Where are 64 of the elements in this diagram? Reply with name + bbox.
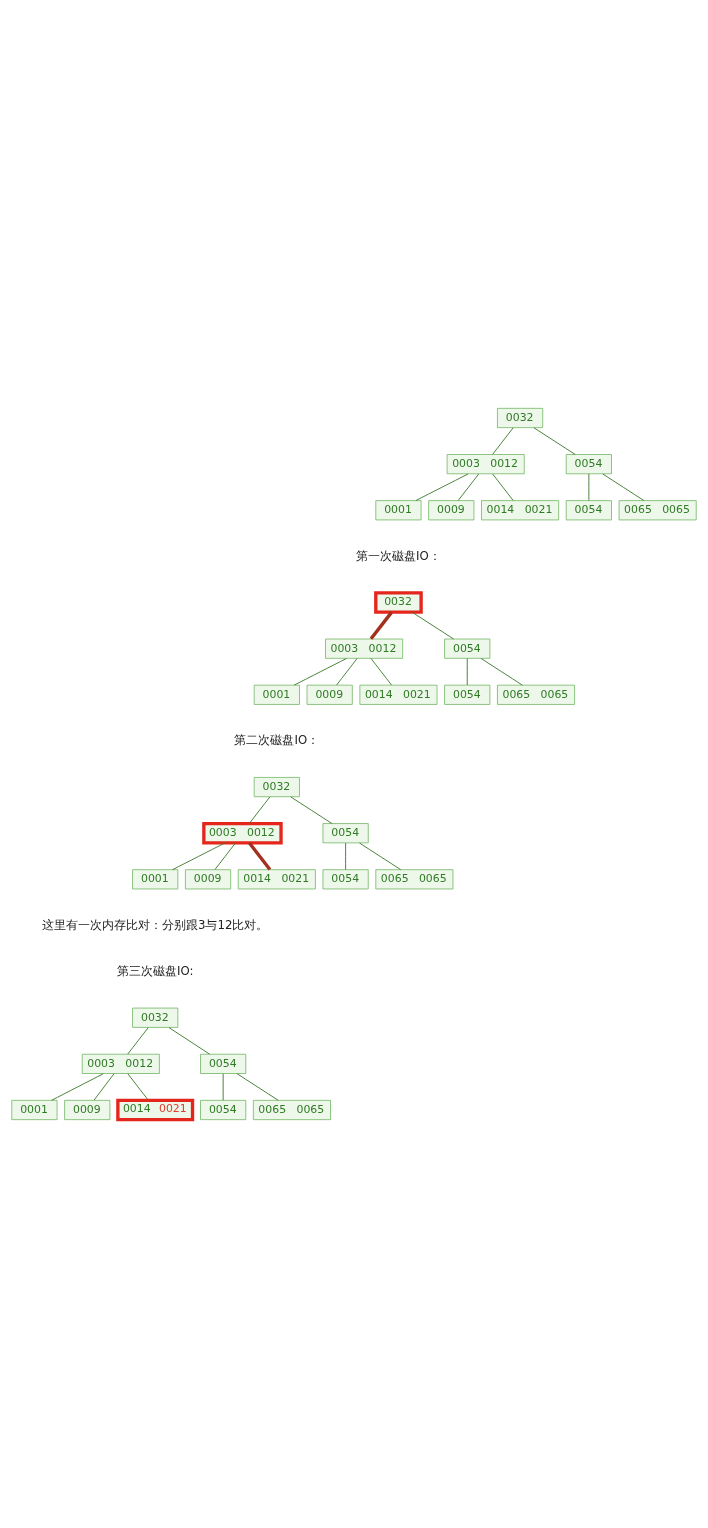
connector (51, 1073, 104, 1101)
connector (415, 473, 469, 502)
node-box: 0009 (306, 684, 353, 705)
connector (127, 1027, 149, 1055)
connector (168, 1027, 211, 1055)
node-box: 0001 (11, 1099, 58, 1121)
node-box: 0054 (444, 684, 491, 705)
node-box: 0009 (64, 1099, 111, 1121)
connector (248, 842, 272, 871)
connector (411, 611, 455, 640)
node-box: 0009 (185, 869, 232, 890)
connector (336, 658, 358, 686)
connector (236, 1073, 279, 1101)
node-box: 0003 0012 (202, 821, 283, 845)
node-box: 0032 (374, 591, 423, 614)
connector (172, 842, 226, 871)
node-box: 0054 (565, 500, 612, 521)
node-box: 0032 (253, 777, 300, 798)
connector (248, 796, 271, 824)
connector (466, 658, 468, 686)
node-box: 0001 (253, 684, 300, 705)
node-box: 0001 (375, 500, 422, 521)
node-box: 0054 (200, 1053, 247, 1074)
connector (222, 1073, 224, 1101)
node-box: 0014 0021 (116, 1098, 195, 1122)
connector (480, 658, 523, 686)
label: 这里有一次内存比对：分别跟3与12比对。 (42, 917, 269, 932)
connector (93, 1073, 115, 1101)
connector (369, 611, 393, 640)
node-box: 0054 (200, 1099, 247, 1121)
node-box: 0003 0012 (446, 454, 525, 475)
connector (602, 473, 645, 502)
connector (533, 427, 576, 455)
connector (492, 427, 514, 455)
label: 第一次磁盘IO： (356, 548, 441, 563)
label: 第三次磁盘IO: (116, 963, 194, 978)
connector (588, 473, 590, 501)
node-box: 0009 (428, 500, 475, 521)
connector (457, 473, 480, 501)
node-box: 0054 (322, 869, 369, 890)
label: 第二次磁盘IO： (234, 733, 320, 748)
node-box: 0065 0065 (497, 684, 575, 705)
node-box: 0054 (565, 454, 612, 475)
node-box: 0014 0021 (237, 869, 316, 890)
node-box: 0054 (322, 823, 369, 844)
connector (290, 796, 333, 824)
connector (345, 842, 347, 870)
connector (492, 473, 514, 501)
node-box: 0054 (444, 638, 491, 659)
node-box: 0003 0012 (81, 1053, 160, 1074)
connector (359, 842, 402, 871)
node-box: 0003 0012 (325, 638, 404, 659)
node-box: 0032 (132, 1007, 179, 1028)
connector (214, 842, 236, 870)
node-box: 0065 0065 (252, 1099, 331, 1121)
node-box: 0014 0021 (359, 684, 438, 705)
node-box: 0014 0021 (481, 500, 560, 521)
connector (293, 658, 347, 686)
node-box: 0065 0065 (375, 869, 454, 890)
node-box: 0065 0065 (618, 500, 697, 521)
connector (370, 658, 392, 686)
connector (127, 1073, 149, 1101)
node-box: 0032 (497, 407, 544, 429)
node-box: 0001 (132, 869, 179, 890)
